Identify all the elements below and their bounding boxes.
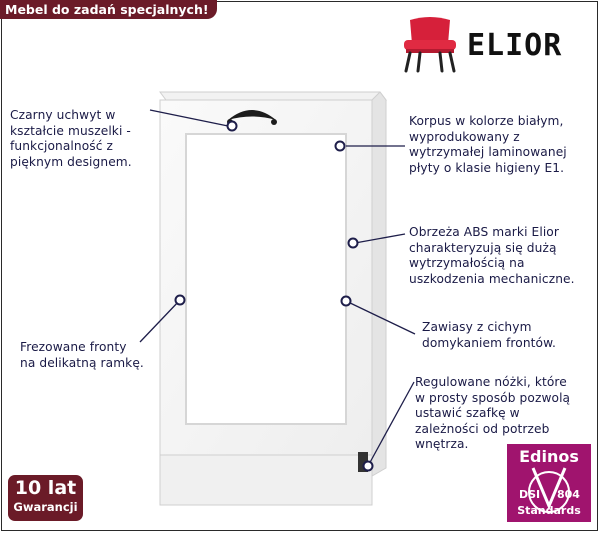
warranty-badge: 10 lat Gwarancji <box>8 475 83 521</box>
callout-fronts: Frezowane fronty na delikatną ramkę. <box>20 340 144 370</box>
certificate-dsi: DSI <box>519 488 541 501</box>
callout-body: Korpus w kolorze białym, wyprodukowany z… <box>409 114 567 175</box>
brand-logo: ELIOR <box>400 16 563 74</box>
marker-legs <box>362 460 374 472</box>
top-banner: Mebel do zadań specjalnych! <box>0 0 217 19</box>
marker-hinges <box>340 295 352 307</box>
warranty-years: 10 lat <box>14 477 77 499</box>
certificate-standards: Standards <box>517 504 581 517</box>
callout-edges: Obrzeża ABS marki Elior charakteryzują s… <box>409 225 575 286</box>
certificate-code: 804 <box>557 488 580 501</box>
marker-handle <box>226 120 238 132</box>
marker-fronts <box>174 294 186 306</box>
marker-edges <box>347 237 359 249</box>
marker-body <box>334 140 346 152</box>
shell-handle <box>228 110 276 120</box>
callout-hinges: Zawiasy z cichym domykaniem frontów. <box>422 320 557 350</box>
callout-handle: Czarny uchwyt w kształcie muszelki - fun… <box>10 108 132 169</box>
certificate-title: Edinos <box>519 447 579 466</box>
red-armchair-icon <box>404 17 456 73</box>
certificate-badge: Edinos DSI 804 Standards <box>507 444 591 522</box>
callout-legs: Regulowane nóżki, które w prosty sposób … <box>415 375 571 451</box>
certificate-emblem-icon <box>528 467 570 513</box>
brand-name: ELIOR <box>467 28 563 63</box>
warranty-label: Gwarancji <box>13 500 78 514</box>
